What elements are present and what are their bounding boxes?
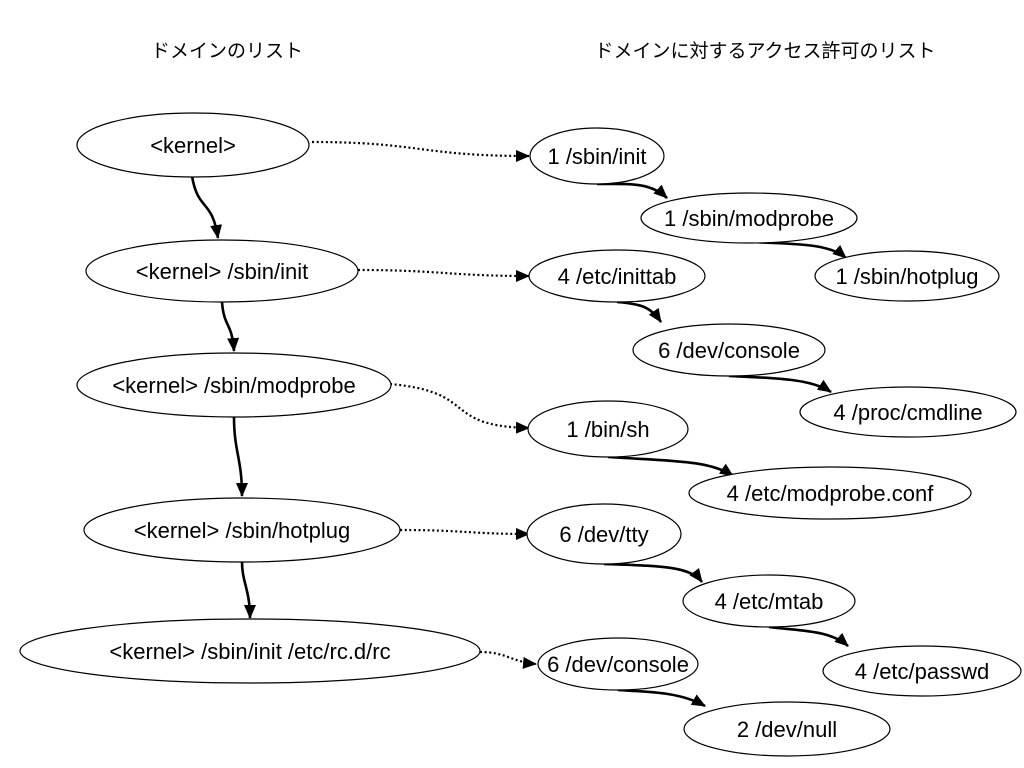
domain-list-heading: ドメインのリスト: [150, 40, 303, 62]
acl-node: 1 /sbin/hotplug: [814, 250, 1000, 302]
acl-node-label: 1 /sbin/modprobe: [664, 206, 834, 231]
acl-node: 6 /dev/console: [632, 323, 826, 377]
domain-node-label: <kernel> /sbin/init: [136, 259, 308, 284]
acl-node-label: 1 /bin/sh: [566, 417, 649, 442]
acl-next-edge: [603, 562, 704, 583]
acl-node-label: 4 /etc/passwd: [855, 659, 990, 684]
acl-next-edge: [748, 240, 847, 260]
acl-list-heading: ドメインに対するアクセス許可のリスト: [594, 40, 936, 62]
acl-next-edge: [728, 374, 832, 394]
acl-node: 4 /etc/inittab: [528, 249, 706, 303]
acl-node: 1 /bin/sh: [527, 400, 689, 458]
acl-node: 6 /dev/console: [537, 637, 699, 691]
domain-acl-edge: [389, 382, 530, 434]
acl-node-label: 4 /etc/inittab: [558, 264, 677, 289]
domain-acl-edge: [479, 650, 537, 669]
acl-node: 1 /sbin/modprobe: [640, 192, 858, 244]
acl-node: 4 /proc/cmdline: [799, 386, 1017, 438]
domain-node: <kernel> /sbin/init /etc/rc.d/rc: [19, 618, 481, 684]
acl-node-label: 6 /dev/tty: [559, 522, 648, 547]
domain-node: <kernel> /sbin/hotplug: [83, 497, 401, 563]
domain-transition-edge: [220, 301, 240, 352]
domain-acl-edge: [357, 268, 530, 282]
acl-node: 1 /sbin/init: [529, 127, 665, 185]
acl-node-label: 4 /etc/modprobe.conf: [727, 481, 935, 506]
domain-transition-edge: [232, 416, 248, 497]
acl-node: 2 /dev/null: [683, 701, 891, 757]
acl-next-edge: [607, 455, 734, 478]
domain-node-label: <kernel> /sbin/hotplug: [134, 518, 351, 543]
acl-next-edge: [768, 625, 849, 647]
acl-next-edge: [596, 182, 668, 199]
domain-node: <kernel> /sbin/init: [85, 239, 359, 303]
acl-node-label: 2 /dev/null: [737, 717, 837, 742]
domain-node-label: <kernel>: [150, 133, 236, 158]
acl-node-label: 6 /dev/console: [658, 338, 800, 363]
acl-node-label: 1 /sbin/init: [547, 144, 646, 169]
acl-node: 4 /etc/passwd: [822, 645, 1022, 697]
domain-node: <kernel>: [76, 112, 310, 178]
acl-node-label: 4 /proc/cmdline: [833, 400, 982, 425]
acl-node-label: 6 /dev/console: [547, 652, 689, 677]
domain-transition-edge: [240, 561, 256, 619]
acl-node: 4 /etc/modprobe.conf: [688, 466, 972, 520]
domain-node-label: <kernel> /sbin/modprobe: [112, 373, 355, 398]
domain-acl-edge: [399, 527, 530, 540]
acl-next-edge: [616, 300, 663, 323]
acl-node-label: 4 /etc/mtab: [715, 589, 824, 614]
domain-node-label: <kernel> /sbin/init /etc/rc.d/rc: [109, 639, 390, 664]
acl-next-edge: [617, 688, 706, 708]
domain-node: <kernel> /sbin/modprobe: [76, 352, 392, 418]
domain-acl-edge: [311, 140, 530, 162]
acl-node-label: 1 /sbin/hotplug: [835, 264, 978, 289]
acl-node: 4 /etc/mtab: [682, 574, 856, 628]
acl-node: 6 /dev/tty: [526, 503, 682, 565]
domain-transition-edge: [190, 175, 222, 239]
